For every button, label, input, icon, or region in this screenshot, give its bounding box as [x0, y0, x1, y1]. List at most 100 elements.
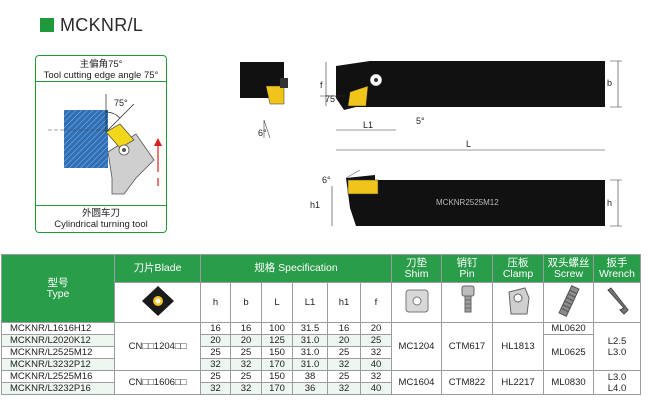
dim-h1-label: h1 — [310, 200, 320, 210]
pin-16-cell: CTM822 — [441, 370, 493, 395]
header-clamp: 压板 Clamp — [492, 254, 544, 283]
title-text: MCKNR/L — [60, 14, 144, 35]
cell-L1: 38 — [292, 370, 328, 383]
cell-h1: 32 — [327, 358, 361, 371]
cell-f: 20 — [360, 322, 392, 335]
pin-image-cell — [441, 282, 493, 323]
header-pin-en: Pin — [459, 267, 475, 280]
cell-h1: 16 — [327, 322, 361, 335]
header-type-en: Type — [46, 287, 70, 300]
header-screw: 双头螺丝 Screw — [543, 254, 594, 283]
row-type: MCKNR/L1616H12 — [1, 322, 115, 335]
caption-cn: 主偏角75° — [79, 59, 123, 70]
pin-12-cell: CTM617 — [441, 322, 493, 371]
cell-f: 32 — [360, 346, 392, 359]
bottom-en: Cylindrical turning tool — [54, 219, 148, 230]
shim-image-cell — [391, 282, 442, 323]
blade-image-cell — [114, 282, 201, 323]
workpiece-icon — [64, 110, 108, 168]
cell-L1: 36 — [292, 382, 328, 395]
table-row: MCKNR/L1616H12 CN□□1204□□ 16 16 100 31.5… — [1, 322, 641, 371]
cell-b: 25 — [230, 370, 262, 383]
wrench-16-text: L3.0 L4.0 — [607, 371, 627, 394]
wrench-16-cell: L3.0 L4.0 — [593, 370, 641, 395]
dim-f-label: f — [320, 80, 323, 90]
cell-b: 20 — [230, 334, 262, 347]
table-row: MCKNR/L3232P12 32 32 170 31.0 32 40 — [1, 358, 641, 371]
angle-6-side-label: 6° — [322, 175, 331, 185]
dim-L1-label: L1 — [363, 120, 373, 130]
cell-L: 125 — [261, 334, 293, 347]
header-type: 型号 Type — [1, 254, 115, 323]
header-type-cn: 型号 — [47, 276, 69, 289]
shim-12-cell: MC1204 — [391, 322, 442, 371]
blade-insert-icon — [141, 286, 174, 316]
blade-12-cell: CN□□1204□□ — [114, 322, 201, 371]
cell-L1: 31.0 — [292, 334, 328, 347]
dim-header-L1: L1 — [292, 282, 328, 323]
cell-L1: 31.0 — [292, 346, 328, 359]
cell-L: 150 — [261, 370, 293, 383]
header-pin: 销钉 Pin — [441, 254, 493, 283]
cell-b: 16 — [230, 322, 262, 335]
top-view-drawing: f b 75° 5° L1 L — [320, 60, 622, 151]
blade-16-cell: CN□□1606□□ — [114, 370, 201, 395]
cell-h1: 25 — [327, 346, 361, 359]
row-type: MCKNR/L2525M16 — [1, 370, 115, 383]
row-type: MCKNR/L3232P16 — [1, 382, 115, 395]
dim-header-h: h — [200, 282, 231, 323]
cell-h: 32 — [200, 382, 231, 395]
screw-b-cell: ML0625 — [543, 334, 594, 371]
cell-f: 40 — [360, 382, 392, 395]
turning-caption: 外圆车刀 Cylindrical turning tool — [36, 208, 166, 230]
cell-b: 32 — [230, 358, 262, 371]
dim-b-label: b — [607, 78, 612, 88]
cell-L1: 31.5 — [292, 322, 328, 335]
side-view-drawing: MCKNR2525M12 h h1 6° — [310, 169, 622, 227]
spec-table: 型号 Type 刀片Blade 规格 Specification 刀垫 Shim… — [1, 254, 641, 395]
engraving-label: MCKNR2525M12 — [436, 198, 499, 207]
title-marker — [40, 18, 54, 32]
shim-icon — [405, 289, 428, 313]
header-shim: 刀垫 Shim — [391, 254, 442, 283]
table-row: MCKNR/L2525M16 CN□□1606□□ 25 25 150 38 2… — [1, 370, 641, 395]
cell-L1: 31.0 — [292, 358, 328, 371]
wrench-icon — [607, 287, 629, 315]
page-title: MCKNR/L — [40, 14, 143, 36]
angle-5-label: 5° — [416, 116, 425, 126]
cell-L: 150 — [261, 346, 293, 359]
cutting-diagram-icon: 75° — [48, 94, 162, 195]
header-pin-cn: 销钉 — [456, 256, 478, 269]
wrench-image-cell — [593, 282, 641, 323]
row-type: MCKNR/L3232P12 — [1, 358, 115, 371]
clamp-12-cell: HL1813 — [492, 322, 544, 371]
cell-h: 16 — [200, 322, 231, 335]
cell-L: 100 — [261, 322, 293, 335]
clamp-16-cell: HL2217 — [492, 370, 544, 395]
shim-16-cell: MC1604 — [391, 370, 442, 395]
header-shim-cn: 刀垫 — [406, 256, 427, 269]
screw-16-cell: ML0830 — [543, 370, 594, 395]
cell-h: 25 — [200, 346, 231, 359]
pin-icon — [461, 285, 475, 313]
cell-h1: 20 — [327, 334, 361, 347]
table-row: MCKNR/L2020K12 20 20 125 31.0 20 25 ML06… — [1, 334, 641, 371]
cutting-diagram-panel: 主偏角75° Tool cutting edge angle 75° 75° 外… — [35, 55, 167, 233]
table-row: MCKNR/L3232P16 32 32 170 36 32 40 — [1, 382, 641, 395]
screw-image-cell — [543, 282, 594, 323]
header-wrench-cn: 扳手 — [606, 256, 628, 269]
header-shim-en: Shim — [404, 267, 429, 280]
dim-L-label: L — [466, 139, 471, 149]
header-screw-cn: 双头螺丝 — [547, 256, 590, 269]
cell-L: 170 — [261, 358, 293, 371]
cell-b: 25 — [230, 346, 262, 359]
caption-en: Tool cutting edge angle 75° — [43, 70, 159, 81]
header-spec: 规格 Specification — [200, 254, 392, 283]
header-blade: 刀片Blade — [114, 254, 201, 283]
wrench-12-cell: L2.5 L3.0 — [593, 322, 641, 371]
dim-header-h1: h1 — [327, 282, 361, 323]
header-wrench-en: Wrench — [599, 267, 635, 280]
cutting-angle-caption: 主偏角75° Tool cutting edge angle 75° — [36, 59, 166, 81]
dim-header-f: f — [360, 282, 392, 323]
screw-a-cell: ML0620 — [543, 322, 594, 335]
